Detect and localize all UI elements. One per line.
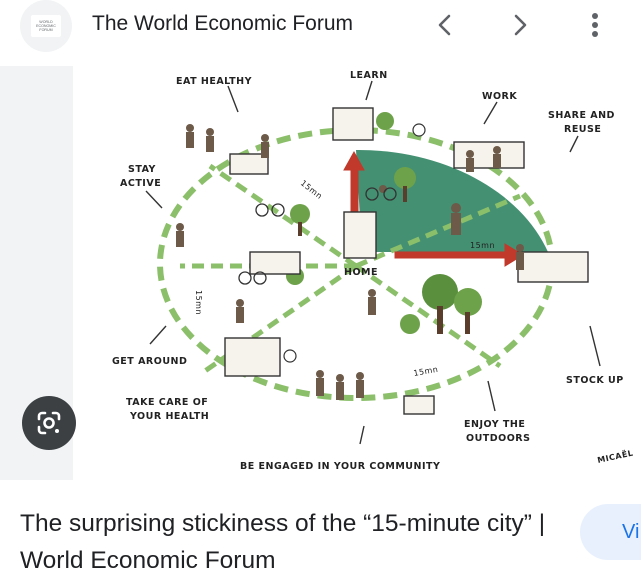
- label-stock-up: STOCK UP: [566, 375, 624, 386]
- label-share-reuse-2: REUSE: [564, 124, 601, 135]
- chevron-right-icon: [514, 14, 527, 36]
- label-community: BE ENGAGED IN YOUR COMMUNITY: [240, 461, 440, 472]
- site-name[interactable]: The World Economic Forum: [92, 12, 354, 35]
- minute-mark: 15mn: [470, 241, 495, 250]
- site-logo[interactable]: WORLD ECONOMIC FORUM: [20, 0, 72, 52]
- label-take-care-2: YOUR HEALTH: [129, 411, 209, 422]
- label-take-care-1: TAKE CARE OF: [126, 397, 208, 408]
- result-header: WORLD ECONOMIC FORUM The World Economic …: [0, 0, 641, 66]
- label-stay-active-2: ACTIVE: [120, 178, 161, 189]
- label-enjoy-1: ENJOY THE: [464, 419, 525, 430]
- label-work: WORK: [482, 91, 517, 102]
- minute-mark: 15mn: [413, 365, 439, 378]
- previous-button[interactable]: [430, 10, 460, 40]
- result-image[interactable]: EAT HEALTHY LEARN WORK SHARE AND REUSE S…: [0, 66, 641, 480]
- label-home: HOME: [344, 267, 378, 278]
- label-share-reuse-1: SHARE AND: [548, 110, 615, 121]
- label-learn: LEARN: [350, 70, 388, 81]
- visit-button[interactable]: Vi: [580, 504, 641, 560]
- google-lens-button[interactable]: [22, 396, 76, 450]
- google-lens-icon: [37, 411, 61, 435]
- chevron-left-icon: [438, 14, 451, 36]
- fifteen-minute-city-illustration: EAT HEALTHY LEARN WORK SHARE AND REUSE S…: [73, 66, 641, 480]
- label-stay-active-1: STAY: [128, 164, 156, 175]
- label-enjoy-2: OUTDOORS: [466, 433, 530, 444]
- result-title[interactable]: The surprising stickiness of the “15-min…: [20, 510, 546, 574]
- minute-mark: 15mn: [194, 290, 203, 315]
- next-button[interactable]: [505, 10, 535, 40]
- site-logo-text: WORLD ECONOMIC FORUM: [31, 15, 61, 37]
- more-options-button[interactable]: [583, 9, 607, 41]
- label-get-around: GET AROUND: [112, 356, 187, 367]
- label-eat-healthy: EAT HEALTHY: [176, 76, 252, 87]
- more-vert-icon: [592, 13, 598, 37]
